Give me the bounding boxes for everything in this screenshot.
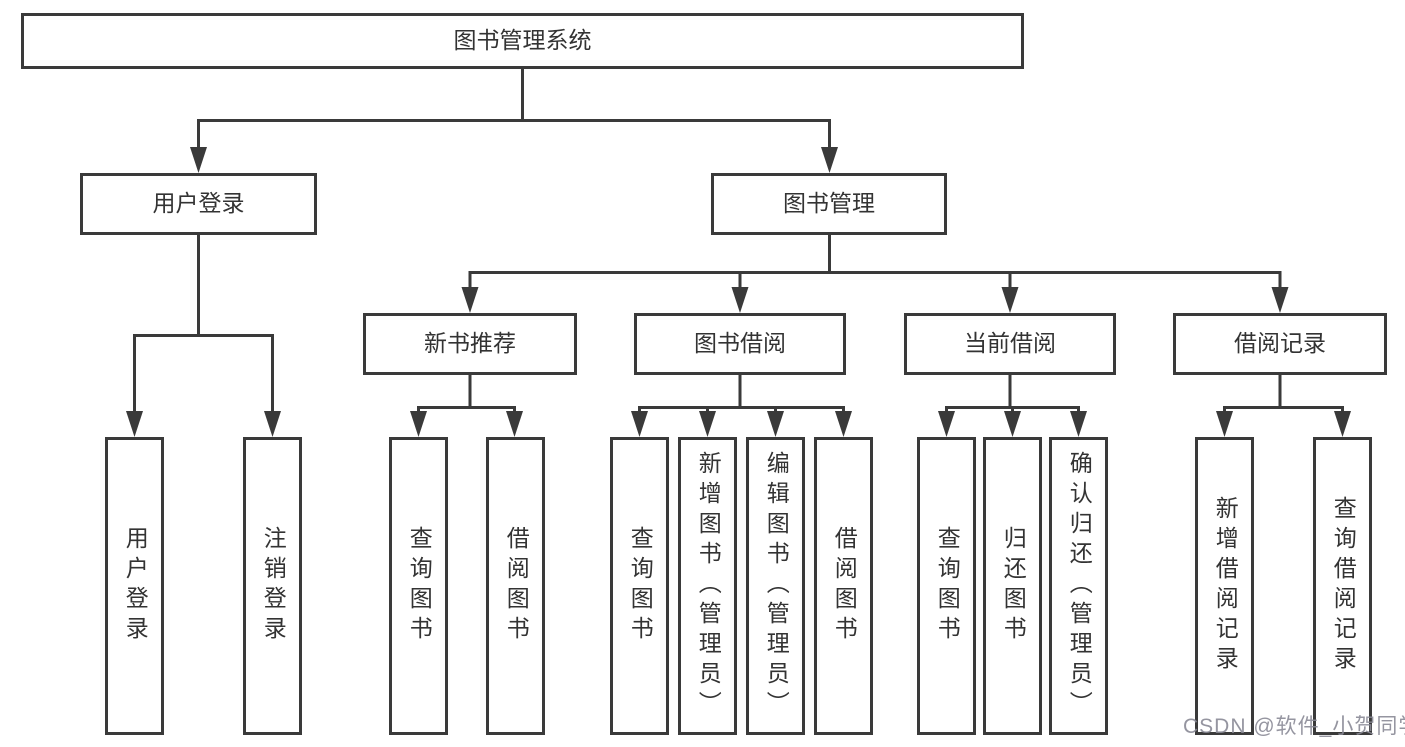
arrow-leaf-records-1 — [1216, 411, 1233, 437]
watermark: CSDN @软件_小贺同学 — [1183, 715, 1405, 738]
leaf-borrow-add-books-admin: 新增图书（管理员） — [678, 437, 737, 735]
connector-current-bar — [945, 406, 1080, 415]
connector-records-bar — [1223, 406, 1344, 415]
arrow-current — [1001, 287, 1019, 313]
leaf-records-add-record: 新增借阅记录 — [1195, 437, 1254, 735]
arrow-leaf-borrow-1 — [631, 411, 648, 437]
leaf-recommend-query-books: 查询图书 — [389, 437, 448, 735]
connector-borrow-bar — [638, 406, 845, 415]
node-root: 图书管理系统 — [21, 13, 1024, 69]
node-borrow-records: 借阅记录 — [1173, 313, 1387, 375]
leaf-borrow-edit-books-admin: 编辑图书（管理员） — [746, 437, 805, 735]
connector-level2-bar — [197, 119, 831, 150]
arrow-records — [1271, 287, 1289, 313]
leaf-current-return-books: 归还图书 — [983, 437, 1042, 735]
node-new-book-recommend: 新书推荐 — [363, 313, 577, 375]
leaf-borrow-borrow-books: 借阅图书 — [814, 437, 873, 735]
leaf-current-confirm-return-admin: 确认归还（管理员） — [1049, 437, 1108, 735]
arrow-user-login — [190, 147, 207, 173]
arrow-leaf-user-2 — [264, 411, 281, 437]
arrow-book-mgmt — [821, 147, 838, 173]
arrow-leaf-recommend-1 — [410, 411, 427, 437]
leaf-current-query-books: 查询图书 — [917, 437, 976, 735]
arrow-leaf-recommend-2 — [506, 411, 523, 437]
arrow-leaf-current-3 — [1070, 411, 1087, 437]
connector-user-bar — [133, 334, 274, 413]
leaf-recommend-borrow-books: 借阅图书 — [486, 437, 545, 735]
leaf-user-login: 用户登录 — [105, 437, 164, 735]
arrow-leaf-current-1 — [938, 411, 955, 437]
leaf-records-query-record: 查询借阅记录 — [1313, 437, 1372, 735]
node-book-management: 图书管理 — [711, 173, 947, 235]
arrow-borrow — [731, 287, 749, 313]
arrow-leaf-borrow-4 — [835, 411, 852, 437]
leaf-logout: 注销登录 — [243, 437, 302, 735]
connector-recommend-bar — [417, 406, 516, 415]
arrow-leaf-current-2 — [1004, 411, 1021, 437]
connector-mgmt-bar — [468, 271, 1282, 291]
arrow-leaf-borrow-3 — [767, 411, 784, 437]
node-current-borrow: 当前借阅 — [904, 313, 1116, 375]
node-user-login: 用户登录 — [80, 173, 317, 235]
leaf-borrow-query-books: 查询图书 — [610, 437, 669, 735]
arrow-leaf-user-1 — [126, 411, 143, 437]
arrow-recommend — [461, 287, 479, 313]
node-book-borrow: 图书借阅 — [634, 313, 846, 375]
arrow-leaf-records-2 — [1334, 411, 1351, 437]
arrow-leaf-borrow-2 — [699, 411, 716, 437]
